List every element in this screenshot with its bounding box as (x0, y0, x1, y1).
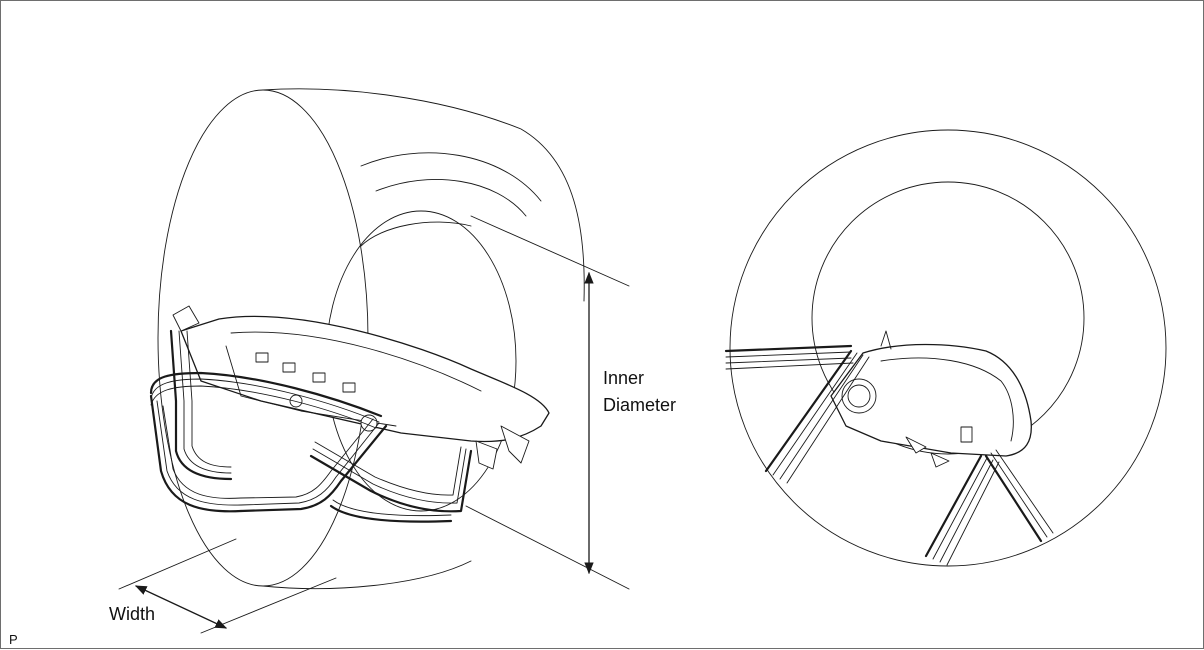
strap-side-bottom (924, 454, 1000, 566)
strap-bundle-3 (239, 418, 388, 513)
inner-diameter-dimension: Inner Diameter (465, 215, 676, 590)
airbag-side-tab (930, 452, 950, 468)
airbag-side-body (830, 343, 1032, 457)
strap-side-lower-left (764, 349, 870, 484)
airbag-body (180, 315, 550, 443)
width-label: Width (109, 604, 155, 624)
airbag-bolt (289, 394, 303, 408)
extension-line-top (470, 215, 630, 287)
width-dimension: Width (109, 538, 337, 634)
tire-outer-circle (729, 129, 1167, 567)
strap-bundle-6 (329, 499, 453, 523)
airbag-assembly-side (724, 330, 1054, 566)
airbag-side-inflator (841, 378, 877, 414)
airbag-connector (282, 362, 296, 373)
airbag-connector (342, 382, 356, 393)
airbag-side-connector (960, 426, 973, 443)
airbag-body-contour (230, 331, 482, 392)
tire-top-silhouette (262, 88, 585, 302)
strap-bundle-4 (169, 329, 233, 481)
airbag-connector (255, 352, 269, 363)
airbag-mount-tab (475, 440, 498, 470)
illustration-code: P (9, 632, 18, 647)
airbag-side-inflator-inner (847, 384, 871, 408)
tire-inner-circle (811, 181, 1085, 455)
airbag-mount-tab (500, 425, 530, 464)
strap-bundle-2 (149, 394, 243, 513)
width-arrow (134, 585, 228, 629)
strap-bundle-1 (149, 371, 383, 429)
airbag-connector (312, 372, 326, 383)
airbag-side-tab (905, 436, 927, 454)
airbag-side-tab (880, 330, 892, 350)
strap-side-left (724, 344, 854, 370)
extension-line-width-left (118, 538, 237, 590)
airbag-assembly-perspective (149, 305, 550, 523)
airbag-body-contour (225, 345, 397, 427)
tire-tread-line (375, 178, 527, 217)
strap-bundle-5 (309, 441, 473, 513)
strap-side-bottom-right (984, 449, 1054, 543)
extension-line-bottom (465, 505, 630, 590)
airbag-side-contour (880, 357, 1014, 442)
inner-diameter-label-line2: Diameter (603, 395, 676, 415)
tire-bottom-silhouette (262, 560, 472, 589)
inner-diameter-label-line1: Inner (603, 368, 644, 388)
tire-tread-line (360, 152, 542, 202)
tire-side-view (729, 129, 1167, 567)
tire-inner-edge (360, 221, 472, 247)
airbag-mount-tab (172, 305, 200, 332)
